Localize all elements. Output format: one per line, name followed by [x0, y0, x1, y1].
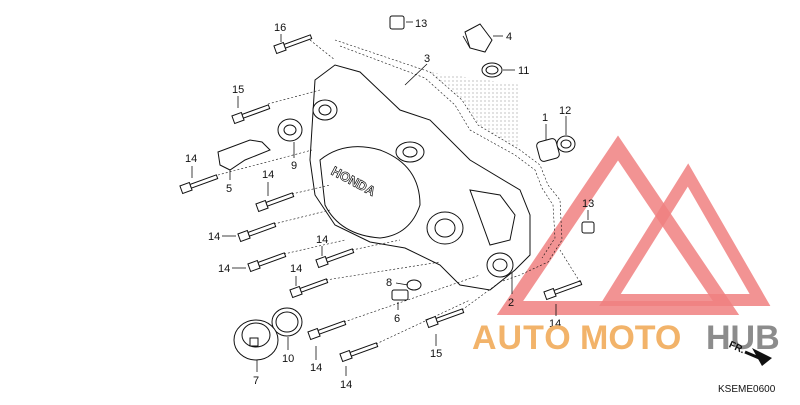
- callout-15: 15: [232, 84, 244, 96]
- part-6-bolt: [391, 289, 409, 301]
- watermark-triangles: [496, 135, 771, 315]
- part-7-plug: [233, 319, 279, 361]
- callout-13: 13: [582, 198, 594, 210]
- part-8-washer: [406, 279, 422, 291]
- part-4-dipstick: [462, 23, 493, 53]
- bolts: [179, 34, 583, 363]
- callout-14: 14: [316, 234, 328, 246]
- callout-7: 7: [253, 375, 259, 387]
- callout-14: 14: [262, 169, 274, 181]
- callout-14: 14: [218, 263, 230, 275]
- part-12-oring: [556, 135, 576, 153]
- callout-8: 8: [386, 277, 392, 289]
- gasket: [334, 39, 563, 283]
- callout-12: 12: [559, 105, 571, 117]
- callout-6: 6: [394, 313, 400, 325]
- callout-16: 16: [274, 22, 286, 34]
- callout-11: 11: [518, 65, 529, 77]
- callout-14: 14: [549, 318, 561, 330]
- diagram-code: KSEME0600: [718, 384, 776, 395]
- leader-lines: [191, 21, 589, 376]
- callout-10: 10: [282, 353, 294, 365]
- assembly-lines: [217, 39, 581, 345]
- callout-3: 3: [424, 53, 430, 65]
- part-1-dowel: [536, 138, 560, 162]
- watermark-auto: AUTO: [472, 319, 572, 357]
- callout-2: 2: [508, 297, 514, 309]
- callout-15: 15: [430, 348, 442, 360]
- watermark-moto: MOTO: [580, 319, 681, 357]
- callout-14: 14: [185, 153, 197, 165]
- part-9-seal: [277, 118, 303, 142]
- callout-14: 14: [208, 231, 220, 243]
- callout-9: 9: [291, 160, 297, 172]
- watermark-text: AUTO MOTO HUB: [472, 319, 780, 357]
- callout-numbers: 16 13 4 3 11 15 1 12 9 14 5 14 13 14 14 …: [185, 18, 594, 391]
- callout-14: 14: [310, 362, 322, 374]
- callout-1: 1: [542, 112, 548, 124]
- part-13-collar-side: [581, 221, 595, 234]
- callout-14: 14: [290, 263, 302, 275]
- watermark-hub: HUB: [706, 319, 780, 357]
- callout-13: 13: [415, 18, 427, 30]
- part-5-bracket: [217, 139, 271, 171]
- part-10-oring: [271, 307, 303, 337]
- callout-14: 14: [340, 379, 352, 391]
- part-11-oring: [481, 62, 503, 78]
- gasket-shading: [430, 72, 520, 150]
- callout-4: 4: [506, 31, 512, 43]
- callout-5: 5: [226, 183, 232, 195]
- right-crankcase-cover: HONDA: [309, 64, 531, 291]
- part-13-collar-top: [389, 15, 405, 30]
